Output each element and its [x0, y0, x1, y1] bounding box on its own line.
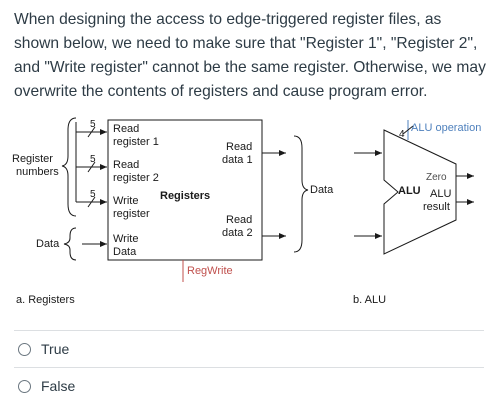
data-out-label: Data — [310, 184, 334, 196]
caption-alu: b. ALU — [353, 294, 387, 306]
data-in-label: Data — [36, 238, 60, 250]
option-divider-top — [14, 330, 484, 331]
datapath-figure: 5 5 5 Register numbers Data Read registe… — [12, 117, 481, 282]
option-true-label: True — [41, 341, 70, 357]
alu-shape — [383, 129, 457, 255]
read-register-2-label: Read register 2 — [113, 159, 159, 184]
data-out-brace — [293, 135, 309, 253]
bus-width-label-1: 5 — [90, 119, 96, 130]
option-divider-middle — [14, 367, 484, 368]
register-numbers-label: Register numbers — [12, 153, 59, 178]
register-file-block — [107, 119, 263, 261]
regwrite-label: RegWrite — [187, 265, 233, 277]
option-false-label: False — [41, 378, 76, 394]
radio-false[interactable] — [18, 379, 31, 393]
question-text: When designing the access to edge-trigge… — [14, 11, 486, 100]
radio-true[interactable] — [18, 342, 31, 356]
caption-registers: a. Registers — [16, 294, 75, 306]
read-data-1-label: Read data 1 — [222, 141, 255, 166]
alu-op-width-label: 4 — [399, 129, 405, 140]
bus-width-label-2: 5 — [90, 154, 96, 165]
alu-operation-label: ALU operation — [411, 122, 481, 134]
registers-title: Registers — [160, 190, 210, 202]
read-data-2-label: Read data 2 — [222, 214, 255, 239]
option-false[interactable]: False — [18, 378, 75, 394]
register-numbers-brace — [61, 117, 77, 217]
write-data-label: Write Data — [113, 233, 142, 258]
option-true[interactable]: True — [18, 341, 69, 357]
alu-label: ALU — [398, 185, 421, 197]
read-register-1-label: Read register 1 — [113, 123, 159, 148]
write-register-label: Write register — [113, 195, 150, 220]
alu-result-label: ALU result — [423, 188, 454, 213]
bus-width-label-3: 5 — [90, 189, 96, 200]
data-in-brace — [63, 227, 77, 261]
zero-label: Zero — [426, 172, 447, 183]
